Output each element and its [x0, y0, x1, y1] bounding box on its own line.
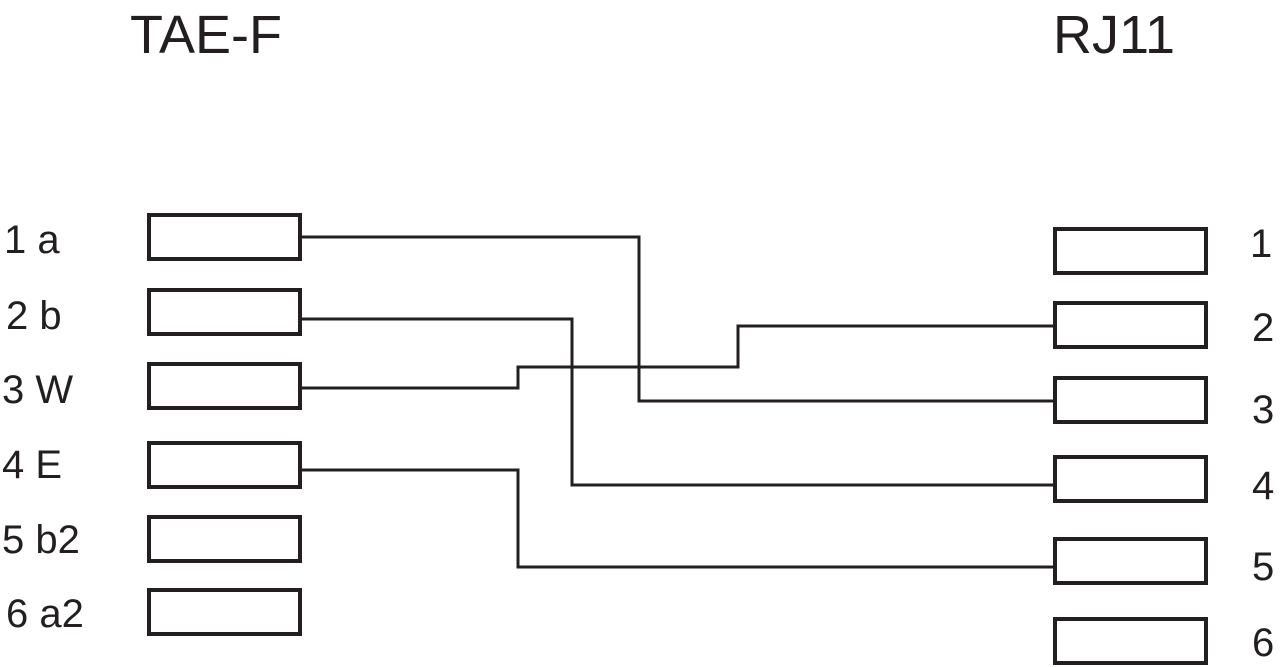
tae-pin-3-label: 3 W: [2, 368, 74, 412]
tae-pin-5-label: 5 b2: [2, 518, 80, 562]
rj11-pin-1-box: [1053, 227, 1208, 275]
tae-pin-3-box: [147, 362, 302, 410]
rj11-pin-4-label: 4: [1252, 464, 1275, 508]
wire-4e-to-rj11-5: [302, 468, 1053, 569]
rj11-pin-3-label: 3: [1252, 388, 1275, 432]
tae-pin-6-box: [147, 588, 302, 636]
tae-f-title: TAE-F: [130, 5, 282, 65]
tae-pin-1-box: [147, 213, 302, 261]
rj11-pin-5-box: [1053, 537, 1208, 585]
wire-2b-to-rj11-4: [302, 317, 1053, 487]
wire-3w-to-rj11-2: [302, 324, 1053, 390]
wire-1a-to-rj11-3: [302, 235, 1053, 403]
rj11-pin-4-box: [1053, 455, 1208, 503]
tae-pin-5-box: [147, 515, 302, 563]
rj11-pin-3-box: [1053, 376, 1208, 424]
rj11-pin-1-label: 1: [1250, 222, 1273, 266]
tae-pin-2-box: [147, 288, 302, 336]
rj11-title: RJ11: [1053, 5, 1176, 65]
tae-pin-1-label: 1 a: [4, 218, 60, 262]
rj11-pin-5-label: 5: [1252, 545, 1275, 589]
rj11-pin-6-box: [1053, 617, 1208, 665]
rj11-pin-6-label: 6: [1252, 621, 1275, 665]
rj11-pin-2-label: 2: [1252, 306, 1275, 350]
tae-pin-6-label: 6 a2: [6, 592, 84, 636]
tae-pin-2-label: 2 b: [6, 294, 62, 338]
tae-pin-4-label: 4 E: [2, 443, 63, 487]
rj11-pin-2-box: [1053, 301, 1208, 349]
tae-pin-4-box: [147, 441, 302, 489]
